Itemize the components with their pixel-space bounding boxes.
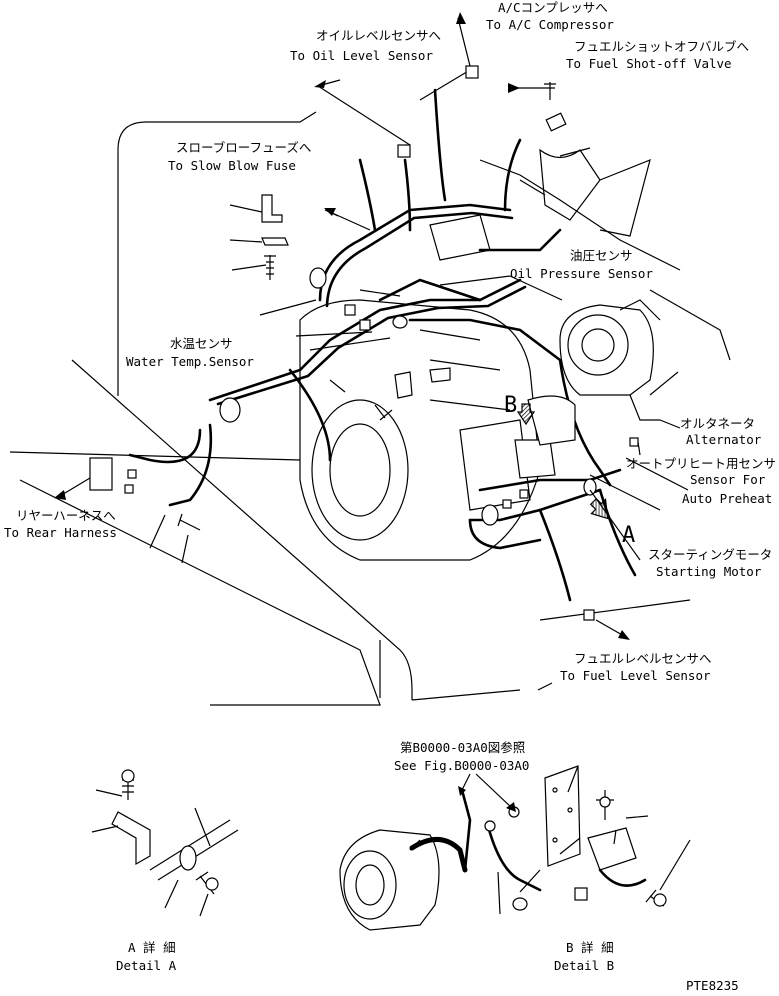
label-ac-compressor: A/Cコンプレッサへ To A/C Compressor	[486, 0, 614, 32]
detail-a-drawing	[91, 769, 239, 917]
alternator	[559, 299, 661, 421]
connectors	[89, 65, 639, 621]
detail-b-drawing	[339, 765, 691, 931]
figure-id: PTE8235	[686, 978, 739, 993]
bolts	[177, 82, 556, 531]
label-detail-b: B 詳 細 Detail B	[554, 940, 614, 973]
svg-text:A 詳 細: A 詳 細	[128, 940, 176, 955]
view-arrow-b	[516, 403, 536, 426]
svg-text:Detail A: Detail A	[116, 958, 177, 973]
label-oil-pressure-sensor: 油圧センサ Oil Pressure Sensor	[510, 248, 653, 281]
direction-arrows	[54, 12, 630, 640]
svg-text:油圧センサ: 油圧センサ	[570, 248, 633, 263]
svg-text:A/Cコンプレッサへ: A/Cコンプレッサへ	[498, 0, 608, 15]
svg-text:To Rear Harness: To Rear Harness	[4, 525, 117, 540]
svg-text:第B0000-03A0図参照: 第B0000-03A0図参照	[400, 740, 525, 755]
svg-text:To Slow Blow Fuse: To Slow Blow Fuse	[168, 158, 296, 173]
engine-block	[299, 148, 601, 561]
svg-text:スローブローフューズへ: スローブローフューズへ	[176, 140, 311, 155]
label-auto-preheat-sensor: オートプリヒート用センサ Sensor For Auto Preheat	[626, 456, 776, 506]
svg-text:フュエルレベルセンサへ: フュエルレベルセンサへ	[574, 651, 712, 666]
svg-text:水温センサ: 水温センサ	[170, 336, 233, 351]
svg-text:To Fuel Level Sensor: To Fuel Level Sensor	[560, 668, 711, 683]
label-rear-harness: リヤーハーネスへ To Rear Harness	[4, 508, 117, 540]
chassis-outline	[9, 69, 731, 706]
label-slow-blow-fuse: スローブローフューズへ To Slow Blow Fuse	[168, 140, 311, 173]
svg-text:Oil Pressure Sensor: Oil Pressure Sensor	[510, 266, 653, 281]
label-starting-motor: スターティングモータ Starting Motor	[648, 547, 772, 579]
svg-text:Detail B: Detail B	[554, 958, 614, 973]
marker-a: A	[622, 523, 635, 548]
label-fuel-level-sensor: フュエルレベルセンサへ To Fuel Level Sensor	[560, 651, 712, 683]
svg-text:Sensor For: Sensor For	[690, 472, 766, 487]
brackets	[261, 194, 576, 479]
svg-text:To Oil Level Sensor: To Oil Level Sensor	[290, 48, 433, 63]
svg-text:B 詳 細: B 詳 細	[566, 940, 614, 955]
svg-text:To Fuel Shot-off Valve: To Fuel Shot-off Valve	[566, 56, 732, 71]
label-oil-level-sensor: オイルレベルセンサへ To Oil Level Sensor	[290, 28, 441, 63]
svg-text:スターティングモータ: スターティングモータ	[648, 547, 772, 562]
svg-text:フュエルショットオフバルブへ: フュエルショットオフバルブへ	[574, 39, 749, 54]
label-see-fig: 第B0000-03A0図参照 See Fig.B0000-03A0	[394, 740, 529, 773]
svg-text:Alternator: Alternator	[686, 432, 762, 447]
main-harness	[128, 88, 637, 602]
svg-text:Water Temp.Sensor: Water Temp.Sensor	[126, 354, 254, 369]
marker-b: B	[504, 393, 517, 418]
svg-text:オイルレベルセンサへ: オイルレベルセンサへ	[316, 28, 441, 43]
svg-text:オートプリヒート用センサ: オートプリヒート用センサ	[626, 456, 776, 471]
svg-text:リヤーハーネスへ: リヤーハーネスへ	[16, 508, 116, 523]
label-fuel-shutoff-valve: フュエルショットオフバルブへ To Fuel Shot-off Valve	[566, 39, 749, 71]
view-arrow-a	[589, 497, 609, 520]
harness-grommets	[219, 267, 597, 526]
svg-text:Starting Motor: Starting Motor	[656, 564, 762, 579]
svg-text:To A/C Compressor: To A/C Compressor	[486, 17, 614, 32]
svg-text:Auto Preheat: Auto Preheat	[682, 491, 772, 506]
svg-text:オルタネータ: オルタネータ	[680, 416, 755, 431]
svg-text:See Fig.B0000-03A0: See Fig.B0000-03A0	[394, 758, 529, 773]
label-alternator: オルタネータ Alternator	[680, 416, 762, 447]
label-detail-a: A 詳 細 Detail A	[116, 940, 177, 973]
label-water-temp-sensor: 水温センサ Water Temp.Sensor	[126, 336, 254, 369]
